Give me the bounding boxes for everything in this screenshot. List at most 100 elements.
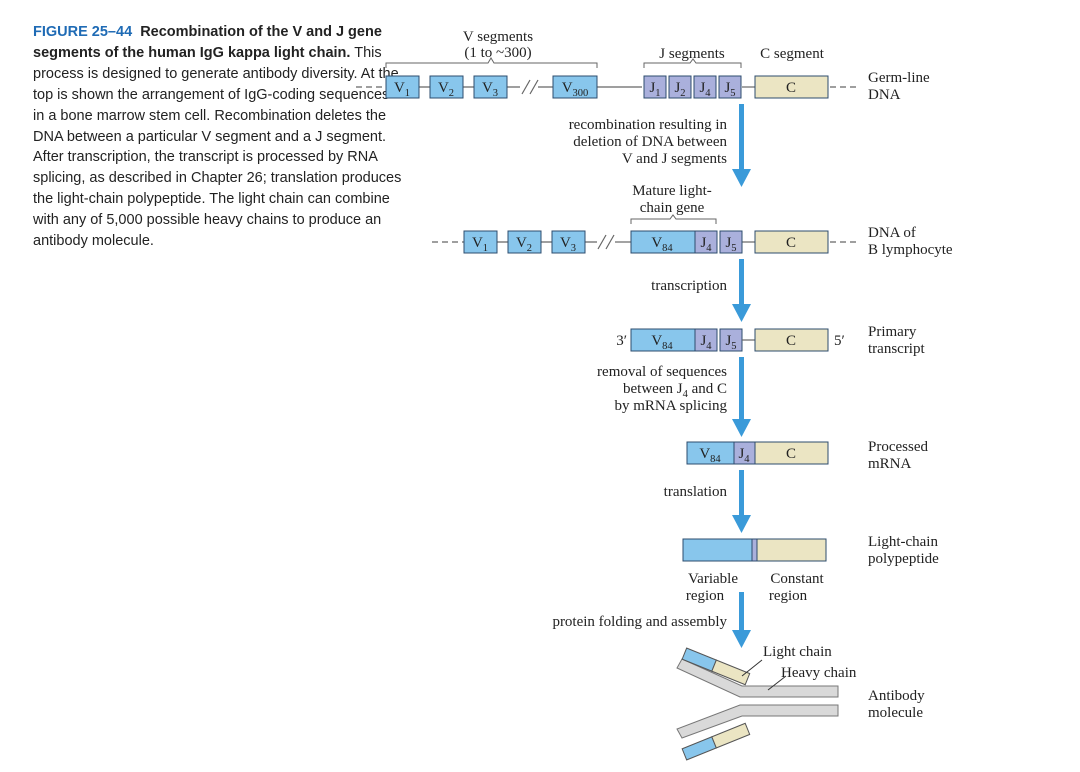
variable-region-label: Variable <box>688 571 738 587</box>
germline-j5-label: J5 <box>724 80 735 99</box>
figure-caption-body: This process is designed to generate ant… <box>33 44 402 250</box>
primary-j4 <box>694 328 718 352</box>
c-segment-label: C segment <box>760 46 825 62</box>
germline-j1 <box>643 75 667 99</box>
primary-row-label: Primary <box>868 324 917 340</box>
light-chain-label: Light chain <box>763 644 832 660</box>
recombination-arrow <box>732 104 751 187</box>
v-segments-range: (1 to ~300) <box>464 45 531 61</box>
recombination-step-line1: recombination resulting in <box>569 117 728 133</box>
variable-region-label-2: region <box>686 588 725 604</box>
germline-j4-label: J4 <box>699 80 711 99</box>
transcription-step: transcription <box>651 278 727 294</box>
three-prime-label: 3′ <box>616 333 627 349</box>
germline-j2-label: J2 <box>674 80 685 99</box>
primary-j5-label: J5 <box>725 333 736 352</box>
splicing-step-line3: by mRNA splicing <box>614 398 727 414</box>
light-chain-leader <box>741 659 763 677</box>
mrna-v84-label: V84 <box>699 446 721 465</box>
primary-v84-label: V84 <box>651 333 673 352</box>
figure-title: Recombination of the V and J gene segmen… <box>33 24 382 61</box>
processed-row-label: Processed <box>868 439 928 455</box>
constant-region-label: Constant <box>770 571 824 587</box>
polypeptide-constant-region <box>756 538 827 562</box>
antibody-row-label: Antibody <box>868 688 925 704</box>
primary-row-label-2: transcript <box>868 341 925 357</box>
germline-j2 <box>668 75 692 99</box>
lower-light-chain <box>681 722 751 761</box>
five-prime-label: 5′ <box>834 333 845 349</box>
splicing-step-line1: removal of sequences <box>597 364 727 380</box>
v-segments-brace <box>385 57 598 68</box>
germline-j4 <box>693 75 717 99</box>
b-cell-row-label-2: B lymphocyte <box>868 242 953 258</box>
mrna-c <box>754 441 829 465</box>
primary-c <box>754 328 829 352</box>
polypeptide-variable-region <box>682 538 753 562</box>
bcell-v3 <box>551 230 586 254</box>
germline-v300 <box>552 75 598 99</box>
bcell-v84-label: V84 <box>651 235 673 254</box>
figure-number: FIGURE 25–44 <box>33 24 133 40</box>
transcription-arrow <box>732 259 751 322</box>
germline-j1-label: J1 <box>649 80 660 99</box>
bcell-v1-label: V1 <box>472 235 488 254</box>
bcell-v2-label: V2 <box>516 235 532 254</box>
germline-v1 <box>385 75 420 99</box>
j-segments-brace <box>643 58 742 68</box>
germline-v2-label: V2 <box>438 80 454 99</box>
polypeptide-row-label-2: polypeptide <box>868 551 939 567</box>
bcell-j4-label: J4 <box>700 235 712 254</box>
j-segments-label: J segments <box>659 46 725 62</box>
germline-j5 <box>718 75 742 99</box>
antibody-molecule: Light chain Heavy chain Antibody molecul… <box>676 644 925 761</box>
figure-caption: FIGURE 25–44 Recombination of the V and … <box>33 22 403 252</box>
germline-c <box>754 75 829 99</box>
processed-mrna-row: V84 J4 C Processed mRNA <box>686 439 928 472</box>
heavy-chain-leader <box>767 675 787 691</box>
heavy-chain-label: Heavy chain <box>781 665 857 681</box>
splicing-arrow <box>732 357 751 437</box>
mrna-c-label: C <box>786 446 796 462</box>
translation-arrow <box>732 470 751 533</box>
bcell-c <box>754 230 829 254</box>
bcell-break <box>597 234 615 250</box>
bcell-j5-label: J5 <box>725 235 736 254</box>
upper-light-chain <box>681 647 751 686</box>
bcell-v3-label: V3 <box>560 235 576 254</box>
mature-gene-label-2: chain gene <box>640 200 705 216</box>
germline-row: V1 V2 V3 V300 J1 J2 J4 J5 C V segments (… <box>356 29 930 103</box>
bcell-v1 <box>463 230 498 254</box>
germline-v300-label: V300 <box>562 80 589 99</box>
germline-v2 <box>429 75 464 99</box>
primary-transcript-row: 3′ 5′ V84 J4 J5 C Primary transcript <box>616 324 925 357</box>
splicing-step-line2: between J4 and C <box>623 381 727 400</box>
b-cell-row-label: DNA of <box>868 225 916 241</box>
primary-j4-label: J4 <box>700 333 712 352</box>
germline-v1-label: V1 <box>394 80 410 99</box>
recombination-step-line3: V and J segments <box>622 151 727 167</box>
bcell-j5 <box>719 230 743 254</box>
germline-v3 <box>473 75 508 99</box>
bcell-j4 <box>694 230 718 254</box>
germline-row-label: Germ-line <box>868 70 930 86</box>
germline-v3-label: V3 <box>482 80 498 99</box>
folding-step: protein folding and assembly <box>552 614 727 630</box>
primary-c-label: C <box>786 333 796 349</box>
lower-heavy-chain <box>676 704 839 739</box>
v-segments-label: V segments <box>463 29 533 45</box>
germline-row-label-2: DNA <box>868 87 901 103</box>
polypeptide-j-junction <box>751 538 758 562</box>
polypeptide-row: Light-chain polypeptide Variable region … <box>682 534 939 604</box>
antibody-row-label-2: molecule <box>868 705 923 721</box>
mature-gene-label-1: Mature light- <box>632 183 712 199</box>
germline-c-label: C <box>786 80 796 96</box>
constant-region-label-2: region <box>769 588 808 604</box>
mature-gene-brace <box>630 214 717 224</box>
recombination-step-line2: deletion of DNA between <box>573 134 727 150</box>
translation-step: translation <box>664 484 728 500</box>
folding-arrow <box>732 592 751 648</box>
b-cell-row: V1 V2 V3 V84 J4 J5 C DNA of B lymphocyte <box>432 225 953 258</box>
processed-row-label-2: mRNA <box>868 456 912 472</box>
